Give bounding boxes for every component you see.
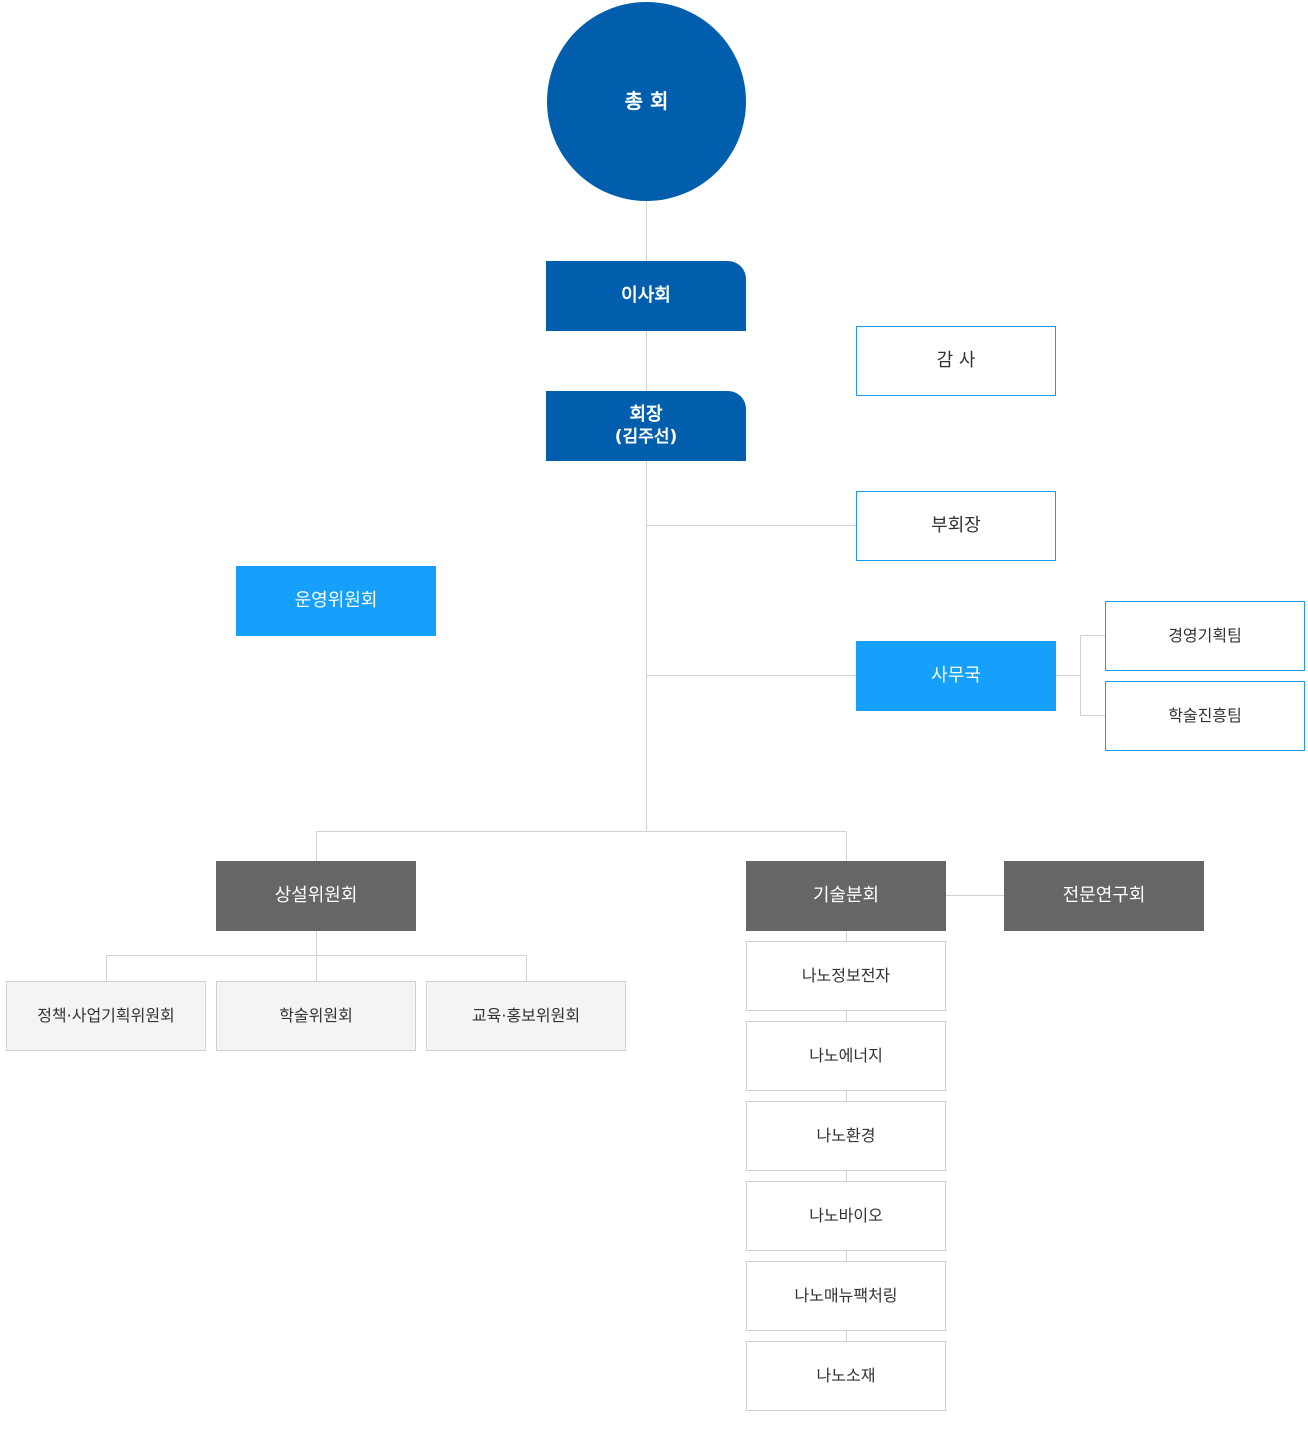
president-name: (김주선): [614, 426, 678, 447]
division-label: 나노정보전자: [801, 966, 891, 985]
committee-node: 정책·사업기획위원회: [6, 981, 206, 1051]
general-assembly-node: 총 회: [547, 2, 746, 201]
division-label: 나노환경: [816, 1126, 876, 1145]
connector-line: [945, 895, 1004, 896]
research-group-label: 전문연구회: [1062, 884, 1146, 906]
team-node: 학술진흥팀: [1105, 681, 1305, 751]
connector-line: [1080, 635, 1105, 636]
connector-line: [646, 460, 647, 832]
standing-committee-label: 상설위원회: [274, 884, 358, 906]
connector-line: [846, 831, 847, 861]
team-label: 학술진흥팀: [1168, 706, 1242, 725]
connector-line: [646, 330, 647, 391]
steering-committee-node: 운영위원회: [236, 566, 436, 636]
connector-line: [1080, 635, 1081, 716]
connector-line: [316, 831, 847, 832]
division-node: 나노정보전자: [746, 941, 946, 1011]
team-label: 경영기획팀: [1168, 626, 1242, 645]
technical-division-node: 기술분회: [746, 861, 946, 931]
connector-line: [1055, 675, 1080, 676]
board-node: 이사회: [546, 261, 746, 331]
president-title: 회장: [629, 404, 663, 426]
vice-president-node: 부회장: [856, 491, 1056, 561]
vice-president-label: 부회장: [931, 514, 981, 536]
connector-line: [646, 200, 647, 261]
connector-line: [646, 675, 856, 676]
connector-line: [526, 955, 527, 981]
committee-node: 학술위원회: [216, 981, 416, 1051]
division-node: 나노매뉴팩처링: [746, 1261, 946, 1331]
research-group-node: 전문연구회: [1004, 861, 1204, 931]
division-node: 나노환경: [746, 1101, 946, 1171]
auditor-node: 감 사: [856, 326, 1056, 396]
committee-label: 정책·사업기획위원회: [37, 1006, 175, 1025]
steering-committee-label: 운영위원회: [294, 589, 378, 611]
division-node: 나노바이오: [746, 1181, 946, 1251]
committee-label: 학술위원회: [279, 1006, 353, 1025]
general-assembly-label: 총 회: [624, 89, 669, 113]
connector-line: [646, 525, 856, 526]
committee-node: 교육·홍보위원회: [426, 981, 626, 1051]
division-label: 나노에너지: [809, 1046, 883, 1065]
committee-label: 교육·홍보위원회: [471, 1006, 581, 1025]
president-node: 회장 (김주선): [546, 391, 746, 461]
division-label: 나노바이오: [809, 1206, 883, 1225]
secretariat-node: 사무국: [856, 641, 1056, 711]
team-node: 경영기획팀: [1105, 601, 1305, 671]
division-node: 나노소재: [746, 1341, 946, 1411]
board-label: 이사회: [621, 284, 671, 306]
connector-line: [106, 955, 107, 981]
division-label: 나노매뉴팩처링: [794, 1286, 898, 1305]
division-label: 나노소재: [816, 1366, 876, 1385]
auditor-label: 감 사: [936, 349, 976, 371]
technical-division-label: 기술분회: [812, 884, 880, 906]
connector-line: [106, 955, 527, 956]
secretariat-label: 사무국: [931, 664, 981, 686]
division-node: 나노에너지: [746, 1021, 946, 1091]
connector-line: [1080, 715, 1105, 716]
standing-committee-node: 상설위원회: [216, 861, 416, 931]
connector-line: [316, 831, 317, 861]
